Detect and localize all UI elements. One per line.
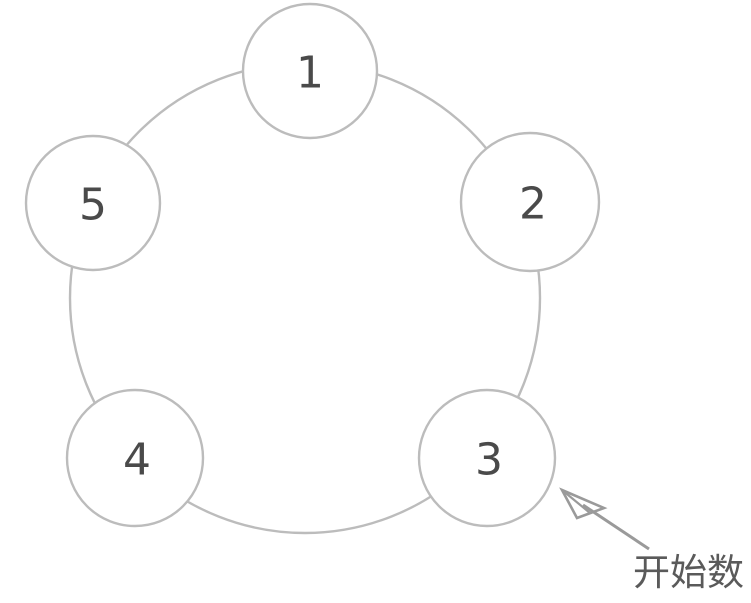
node-5-circle[interactable]: [24, 134, 162, 272]
node-4-circle[interactable]: [65, 388, 205, 528]
node-1-circle[interactable]: [241, 2, 379, 140]
arrow-head-inner-line: [561, 489, 591, 514]
start-count-annotation-label: 开始数: [633, 551, 744, 594]
node-4-label: 4: [123, 435, 151, 486]
node-3-label: 3: [475, 435, 503, 486]
node-2-label: 2: [519, 179, 547, 230]
node-2[interactable]: 2: [459, 131, 601, 273]
node-5[interactable]: 5: [24, 134, 162, 272]
node-3[interactable]: 3: [417, 388, 557, 528]
node-4[interactable]: 4: [65, 388, 205, 528]
annotation-arrow: [559, 487, 650, 551]
node-3-circle[interactable]: [417, 388, 557, 528]
node-1[interactable]: 1: [241, 2, 379, 140]
arrow-head-icon: [559, 487, 608, 520]
node-2-circle[interactable]: [459, 131, 601, 273]
node-1-label: 1: [296, 48, 324, 99]
node-5-label: 5: [79, 180, 107, 231]
